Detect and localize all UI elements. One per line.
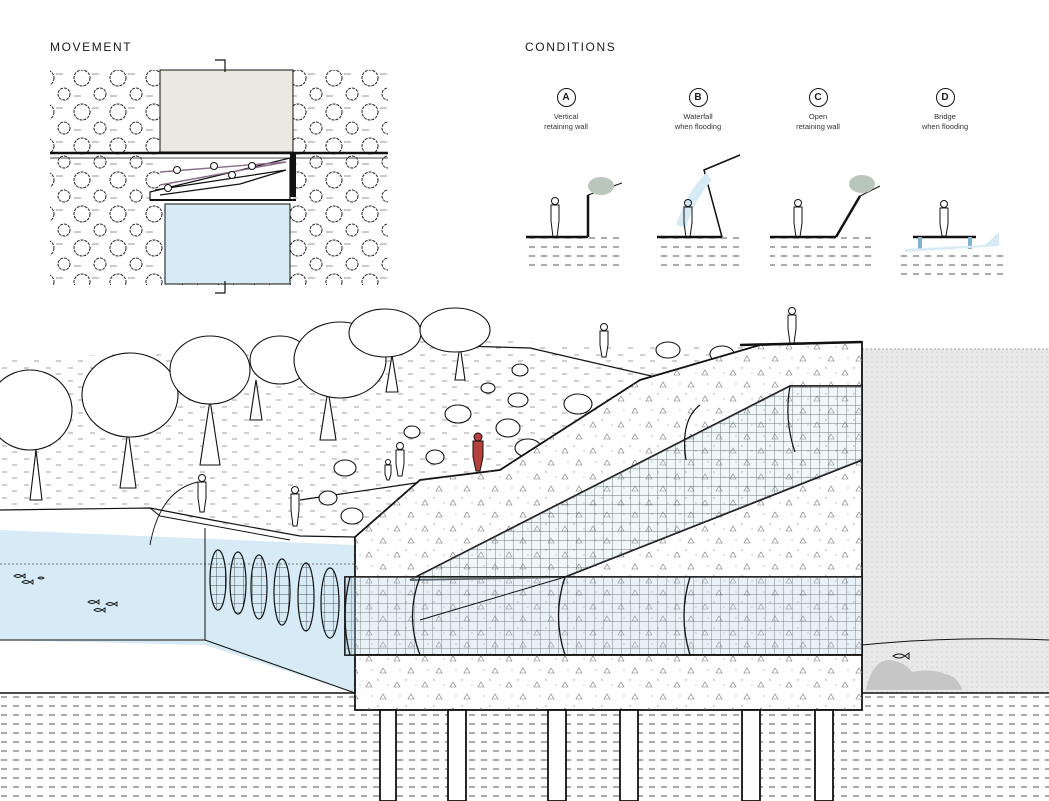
upper-tunnel-arc-2 bbox=[787, 385, 796, 453]
tree-7 bbox=[419, 307, 491, 381]
condition-b-waterfall bbox=[676, 173, 712, 228]
condition-b-line1: Waterfall bbox=[683, 112, 713, 121]
movement-pivot-5 bbox=[228, 171, 236, 179]
lower-tunnel-diagonal bbox=[419, 576, 566, 621]
condition-a: A Vertical retaining wall bbox=[511, 88, 621, 132]
fishing-rod bbox=[149, 481, 199, 546]
movement-section-mark-bottom bbox=[215, 281, 226, 294]
condition-b-line2: when flooding bbox=[674, 122, 722, 131]
lower-tunnel-tint bbox=[345, 577, 862, 655]
movement-gate-post bbox=[290, 153, 296, 197]
right-rocks bbox=[866, 660, 962, 690]
condition-a-line1: Vertical bbox=[553, 112, 579, 121]
trees bbox=[0, 307, 491, 501]
condition-a-person bbox=[550, 197, 560, 238]
upper-tunnel-arc-1 bbox=[684, 404, 701, 461]
tree-1 bbox=[0, 369, 73, 501]
pool-fish-icon bbox=[13, 573, 118, 613]
tree-3 bbox=[169, 335, 251, 466]
lower-tunnel-arc-3 bbox=[683, 576, 691, 656]
condition-d-water bbox=[905, 232, 999, 252]
lower-tunnel-arc-0 bbox=[344, 576, 351, 656]
right-fish-icon bbox=[892, 652, 910, 660]
boardwalk-steps bbox=[149, 507, 291, 541]
upper-tunnel-tint bbox=[410, 386, 862, 580]
condition-b-badge: B bbox=[688, 88, 708, 107]
movement-pivot-3 bbox=[248, 162, 256, 170]
tree-2 bbox=[81, 352, 179, 489]
people bbox=[149, 307, 797, 546]
condition-d-person bbox=[939, 200, 949, 237]
condition-d-line1: Bridge bbox=[934, 112, 956, 121]
right-water-line bbox=[861, 638, 1049, 646]
lower-tunnel-arc-1 bbox=[411, 576, 421, 656]
movement-diagram bbox=[50, 59, 388, 294]
person-fisher bbox=[197, 474, 207, 513]
condition-c-line1: Open bbox=[808, 112, 828, 121]
condition-a-sketch bbox=[523, 177, 623, 272]
pool-slope bbox=[204, 639, 356, 694]
person-pair bbox=[395, 442, 405, 477]
movement-pivot-1 bbox=[173, 166, 181, 174]
condition-d-sketch bbox=[900, 200, 1005, 276]
person-walking bbox=[290, 486, 300, 527]
condition-b-sketch bbox=[655, 154, 745, 272]
person-highlighted bbox=[472, 432, 484, 472]
movement-arm-upper bbox=[159, 161, 287, 186]
movement-title: MOVEMENT bbox=[50, 40, 133, 54]
person-ridge bbox=[599, 323, 609, 358]
piles bbox=[379, 709, 834, 801]
pool-grates bbox=[209, 549, 340, 639]
lower-tunnel-arc-2 bbox=[557, 576, 566, 656]
condition-d-badge: D bbox=[935, 88, 955, 107]
condition-b: B Waterfall when flooding bbox=[643, 88, 753, 132]
conditions-title: CONDITIONS bbox=[525, 40, 617, 54]
condition-d: D Bridge when flooding bbox=[890, 88, 1000, 132]
condition-c-badge: C bbox=[808, 88, 828, 107]
subsoil-layer bbox=[0, 693, 1049, 801]
right-soil-texture bbox=[862, 349, 1049, 693]
movement-section-mark-top bbox=[215, 59, 226, 72]
person-child bbox=[384, 459, 392, 481]
base-slab-texture bbox=[355, 655, 862, 710]
condition-a-badge: A bbox=[556, 88, 576, 107]
movement-upper-channel bbox=[159, 69, 294, 153]
condition-a-shrub bbox=[588, 177, 614, 195]
condition-b-person bbox=[683, 199, 693, 238]
condition-a-line2: retaining wall bbox=[544, 122, 588, 131]
movement-water-channel bbox=[164, 203, 291, 285]
person-top bbox=[787, 307, 797, 344]
movement-arm-lower bbox=[154, 169, 287, 196]
movement-pivot-4 bbox=[164, 184, 172, 192]
condition-c: C Open retaining wall bbox=[763, 88, 873, 132]
top-platform bbox=[739, 340, 863, 347]
movement-pivot-2 bbox=[210, 162, 218, 170]
condition-c-shrub bbox=[849, 175, 875, 193]
condition-c-person bbox=[793, 199, 803, 238]
condition-c-sketch bbox=[770, 175, 881, 272]
condition-d-line2: when flooding bbox=[921, 122, 969, 131]
condition-c-line2: retaining wall bbox=[796, 122, 840, 131]
embankment-edge bbox=[0, 507, 356, 538]
